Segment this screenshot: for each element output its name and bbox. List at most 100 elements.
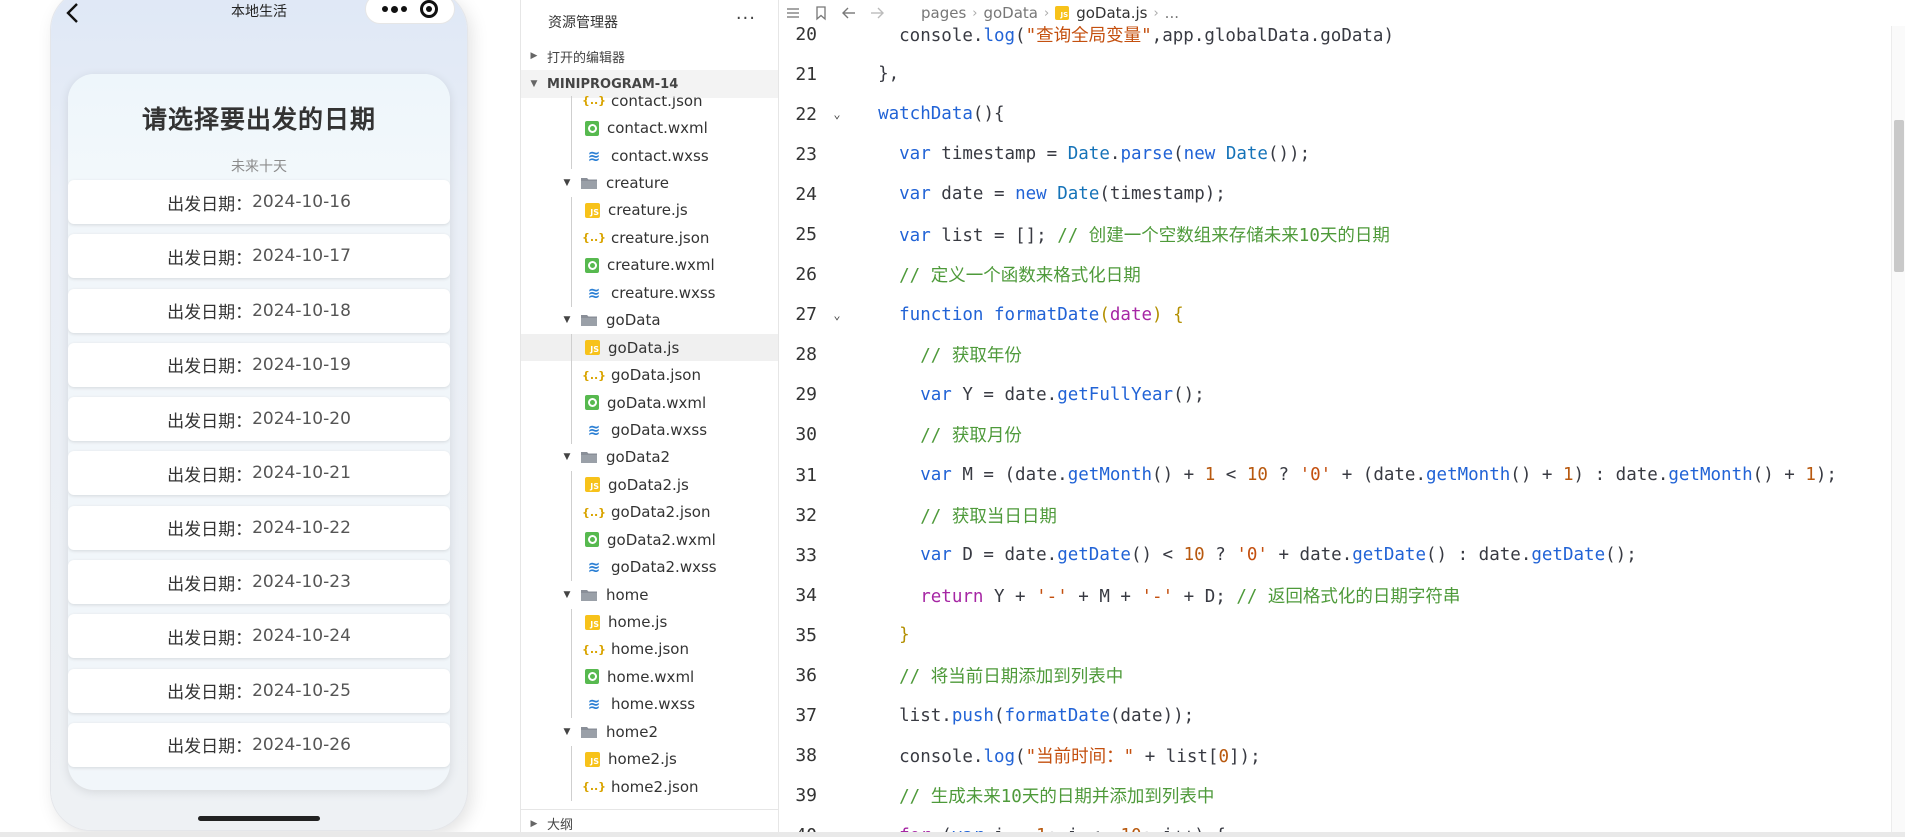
- open-editors-section[interactable]: ▶ 打开的编辑器: [521, 42, 778, 70]
- date-option[interactable]: 出发日期：2024-10-20: [68, 397, 450, 442]
- date-option[interactable]: 出发日期：2024-10-24: [68, 614, 450, 659]
- date-option[interactable]: 出发日期：2024-10-17: [68, 234, 450, 279]
- code-token: [983, 305, 994, 325]
- fold-chevron-icon[interactable]: ⌄: [833, 107, 841, 122]
- date-option[interactable]: 出发日期：2024-10-21: [68, 451, 450, 496]
- more-dots-icon[interactable]: [382, 0, 408, 20]
- code-line[interactable]: 39 // 生成未来10天的日期并添加到列表中: [779, 776, 1905, 816]
- chevron-right-icon: ▶: [530, 51, 538, 61]
- date-option[interactable]: 出发日期：2024-10-18: [68, 288, 450, 333]
- code-line[interactable]: 40⌄ for (var i = 1; i <= 10; i++) {: [779, 816, 1905, 837]
- folder-icon: [580, 723, 598, 741]
- code-line[interactable]: 26 // 定义一个函数来格式化日期: [779, 255, 1905, 295]
- breadcrumb-separator-icon: ›: [1044, 5, 1050, 21]
- code-line[interactable]: 23 var timestamp = Date.parse(new Date()…: [779, 134, 1905, 174]
- tree-file[interactable]: ≋goData.wxss: [521, 416, 779, 443]
- code-line[interactable]: 22⌄ watchData(){: [779, 94, 1905, 134]
- tree-file[interactable]: {..}contact.json: [521, 96, 779, 114]
- code-line[interactable]: 21 },: [779, 54, 1905, 94]
- tree-folder[interactable]: ▼creature: [521, 169, 779, 196]
- forward-arrow-icon[interactable]: [863, 0, 891, 26]
- code-token: return: [857, 586, 984, 607]
- tree-file[interactable]: {..}home2.json: [521, 773, 779, 800]
- code-line[interactable]: 28 // 获取年份: [779, 335, 1905, 375]
- tree-file[interactable]: ≋home.wxss: [521, 691, 779, 718]
- tree-file[interactable]: contact.wxml: [521, 114, 779, 141]
- close-target-icon[interactable]: [419, 0, 438, 20]
- code-line[interactable]: 29 var Y = date.getFullYear();: [779, 375, 1905, 415]
- tree-file[interactable]: ≋creature.wxss: [521, 279, 779, 306]
- tree-folder[interactable]: ▼home: [521, 581, 779, 608]
- code-line[interactable]: 33 var D = date.getDate() < 10 ? '0' + d…: [779, 535, 1905, 575]
- json-file-icon: {..}: [581, 368, 607, 382]
- project-section[interactable]: ▼ MINIPROGRAM-14: [521, 70, 778, 98]
- back-arrow-icon[interactable]: [65, 2, 85, 24]
- code-line[interactable]: 27⌄ function formatDate(date) {: [779, 295, 1905, 335]
- tree-file[interactable]: ≋contact.wxss: [521, 142, 779, 169]
- tree-file[interactable]: home.wxml: [521, 663, 779, 690]
- date-option[interactable]: 出发日期：2024-10-25: [68, 668, 450, 713]
- date-option[interactable]: 出发日期：2024-10-23: [68, 560, 450, 605]
- breadcrumb-godata[interactable]: goData: [983, 4, 1038, 22]
- more-actions-icon[interactable]: ···: [735, 8, 756, 29]
- file-name: goData2.js: [608, 475, 689, 494]
- scrollbar-thumb[interactable]: [1894, 120, 1904, 272]
- code-line[interactable]: 31 var M = (date.getMonth() + 1 < 10 ? '…: [779, 455, 1905, 495]
- tree-file[interactable]: goData.wxml: [521, 389, 779, 416]
- code-token: 10: [1120, 826, 1141, 837]
- code-line[interactable]: 37 list.push(formatDate(date));: [779, 696, 1905, 736]
- date-option[interactable]: 出发日期：2024-10-19: [68, 342, 450, 387]
- fold-chevron-icon[interactable]: ⌄: [833, 307, 841, 322]
- breadcrumb-pages[interactable]: pages: [921, 4, 967, 22]
- tree-file[interactable]: goData2.wxml: [521, 526, 779, 553]
- code-line[interactable]: 30 // 获取月份: [779, 415, 1905, 455]
- code-token: ): [1152, 304, 1163, 325]
- tree-folder[interactable]: ▼goData2: [521, 444, 779, 471]
- code-text: // 获取年份: [857, 342, 1022, 367]
- code-token: ; i++) {: [1142, 826, 1226, 837]
- code-line[interactable]: 24 var date = new Date(timestamp);: [779, 174, 1905, 214]
- tree-file[interactable]: ≋goData2.wxss: [521, 553, 779, 580]
- date-option[interactable]: 出发日期：2024-10-22: [68, 505, 450, 550]
- file-name: creature.js: [608, 201, 688, 220]
- code-token: },: [857, 64, 900, 85]
- code-token: var: [857, 184, 931, 205]
- tree-file[interactable]: {..}creature.json: [521, 224, 779, 251]
- bookmark-icon[interactable]: [807, 0, 835, 26]
- code-area[interactable]: 20 console.log("查询全局变量",app.globalData.g…: [779, 14, 1905, 837]
- tree-folder[interactable]: ▼goData: [521, 307, 779, 334]
- code-token: 1: [1805, 465, 1816, 486]
- code-line[interactable]: 35 }: [779, 615, 1905, 655]
- line-number: 39: [795, 785, 817, 807]
- code-line[interactable]: 32 // 获取当日日期: [779, 495, 1905, 535]
- tree-file[interactable]: {..}goData.json: [521, 361, 779, 388]
- file-name: goData2.wxss: [611, 558, 717, 577]
- code-line[interactable]: 20 console.log("查询全局变量",app.globalData.g…: [779, 14, 1905, 54]
- line-number: 21: [795, 63, 817, 85]
- tree-file[interactable]: creature.wxml: [521, 252, 779, 279]
- date-option[interactable]: 出发日期：2024-10-16: [68, 180, 450, 224]
- code-line[interactable]: 25 var list = []; // 创建一个空数组来存储未来10天的日期: [779, 214, 1905, 254]
- back-arrow-icon[interactable]: [835, 0, 863, 26]
- date-option[interactable]: 出发日期：2024-10-26: [68, 722, 450, 767]
- home-indicator[interactable]: [198, 816, 320, 821]
- code-line[interactable]: 34 return Y + '-' + M + '-' + D; // 返回格式…: [779, 575, 1905, 615]
- folder-name: home: [606, 585, 649, 604]
- tree-file[interactable]: {..}home.json: [521, 636, 779, 663]
- code-line[interactable]: 36 // 将当前日期添加到列表中: [779, 656, 1905, 696]
- vertical-scrollbar[interactable]: [1891, 0, 1905, 837]
- code-line[interactable]: 38 console.log("当前时间：" + list[0]);: [779, 736, 1905, 776]
- tree-file[interactable]: {..}goData2.json: [521, 499, 779, 526]
- file-name: contact.json: [611, 96, 703, 110]
- breadcrumb-file[interactable]: goData.js: [1076, 4, 1148, 22]
- list-icon[interactable]: [779, 0, 807, 26]
- breadcrumb-more[interactable]: ...: [1164, 4, 1179, 22]
- tree-folder[interactable]: ▼home2: [521, 718, 779, 745]
- code-editor: pages › goData › JS goData.js › ... 20 c…: [778, 0, 1905, 837]
